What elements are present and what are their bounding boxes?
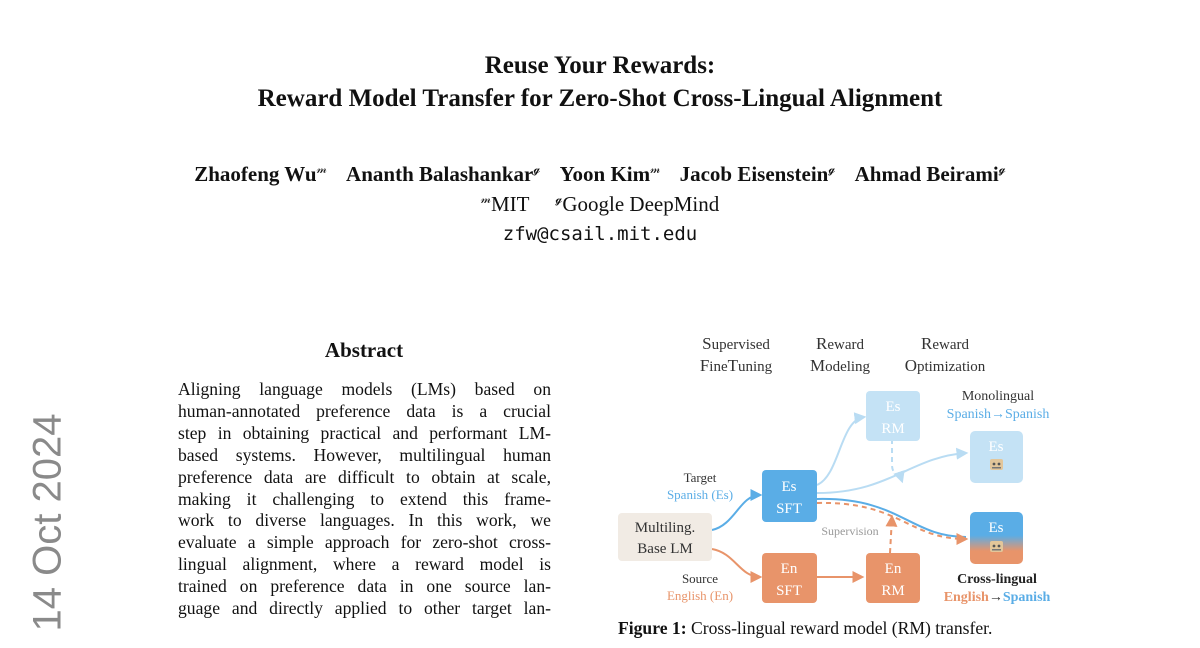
svg-text:SFT: SFT (776, 501, 802, 517)
source-lang: English (En) (667, 588, 733, 603)
mono-pair: Spanish→Spanish (947, 407, 1050, 422)
arrow-en-rm-supervision (885, 514, 898, 554)
robot-icon (990, 459, 1003, 470)
svg-text:Reward: Reward (921, 334, 969, 353)
abstract-line: human-annotated preference data is a cru… (178, 400, 551, 421)
arrow-base-to-en-sft (711, 548, 763, 583)
svg-text:En: En (781, 561, 798, 577)
svg-text:RM: RM (881, 583, 904, 599)
cross-pair: English→Spanish (944, 590, 1051, 605)
es-rm-box: Es RM (866, 391, 920, 441)
svg-text:Es: Es (989, 439, 1004, 455)
author-5: Ahmad Beirami𝓰 (854, 162, 1006, 186)
arrow-es-sft-to-es-rm (816, 412, 867, 486)
figure-1-diagram: Supervised FineTuning Reward Modeling Re… (618, 334, 1051, 605)
svg-text:RM: RM (881, 421, 904, 437)
author-2: Ananth Balashankar𝓰 (346, 162, 541, 186)
arrow-base-to-es-sft (711, 489, 763, 531)
abstract-line: preference data are difficult to obtain … (178, 466, 551, 487)
arrow-es-sft-to-cross-orange (816, 501, 969, 545)
abstract-line: trained on preference data in one source… (178, 576, 551, 597)
svg-text:SFT: SFT (776, 583, 802, 599)
svg-text:Modeling: Modeling (810, 356, 871, 375)
stage-header-ro: Reward Optimization (905, 334, 986, 375)
svg-text:Es: Es (782, 479, 797, 495)
target-lang: Spanish (Es) (667, 487, 733, 502)
abstract-line: work to diverse languages. In this work,… (178, 510, 551, 531)
affiliations: 𝓂MIT 𝓰Google DeepMind (480, 192, 720, 216)
base-lm-box: Multiling. Base LM (618, 513, 712, 561)
affiliation-mit: MIT (490, 192, 530, 216)
svg-text:Multiling.: Multiling. (635, 520, 695, 536)
abstract-line: step in obtaining practical and performa… (178, 422, 551, 443)
target-label: Target (684, 470, 717, 485)
cross-output-box: Es (970, 512, 1023, 564)
paper-title-line-1: Reuse Your Rewards: (484, 52, 716, 79)
caption-text: Cross-lingual reward model (RM) transfer… (690, 618, 993, 638)
svg-text:En: En (885, 561, 902, 577)
abstract-line: making it challenging to extend this fra… (178, 488, 551, 509)
mono-output-box: Es (970, 431, 1023, 483)
author-1: Zhaofeng Wu𝓂 (194, 162, 327, 186)
en-sft-box: En SFT (762, 553, 817, 603)
svg-text:Optimization: Optimization (905, 356, 986, 375)
arxiv-date-stamp: 14 Oct 2024 (25, 413, 70, 632)
affiliation-gdm: Google DeepMind (562, 192, 720, 216)
abstract-heading: Abstract (324, 338, 404, 362)
paper-title-line-2: Reward Model Transfer for Zero-Shot Cros… (257, 85, 943, 112)
svg-text:Reward: Reward (816, 334, 864, 353)
stage-header-sft: Supervised FineTuning (700, 334, 773, 375)
en-rm-box: En RM (866, 553, 920, 603)
abstract-line: Aligning language models (LMs) based on (178, 379, 551, 399)
abstract-line: based systems. However, multilingual hum… (178, 444, 551, 465)
author-list: Zhaofeng Wu𝓂 Ananth Balashankar𝓰 Yoon Ki… (0, 162, 1200, 187)
abstract-line: evaluate a simple approach for zero-shot… (178, 532, 551, 553)
svg-text:Es: Es (989, 520, 1004, 536)
arrow-es-sft-to-cross-blue (816, 497, 967, 538)
abstract-line: guage and directly applied to other targ… (178, 598, 551, 619)
svg-text:Base LM: Base LM (637, 541, 692, 557)
arrow-es-rm-supervision (891, 439, 905, 484)
abstract-line: lingual alignment, where a reward model … (178, 554, 551, 575)
cross-label: Cross-lingual (957, 572, 1037, 587)
svg-text:FineTuning: FineTuning (700, 356, 773, 375)
source-label: Source (682, 571, 718, 586)
supervision-label: Supervision (821, 524, 878, 538)
caption-label: Figure 1: (618, 618, 687, 638)
abstract-body: Aligning language models (LMs) based on … (178, 379, 551, 620)
contact-email[interactable]: zfw@csail.mit.edu (502, 223, 698, 245)
figure-caption: Figure 1: Cross-lingual reward model (RM… (618, 617, 1068, 639)
es-sft-box: Es SFT (762, 470, 817, 522)
robot-icon (990, 541, 1003, 552)
svg-text:Es: Es (886, 399, 901, 415)
author-4: Jacob Eisenstein𝓰 (679, 162, 836, 186)
mono-label: Monolingual (962, 389, 1034, 404)
author-3: Yoon Kim𝓂 (559, 162, 661, 186)
svg-text:Supervised: Supervised (702, 334, 770, 353)
stage-header-rm: Reward Modeling (810, 334, 871, 375)
